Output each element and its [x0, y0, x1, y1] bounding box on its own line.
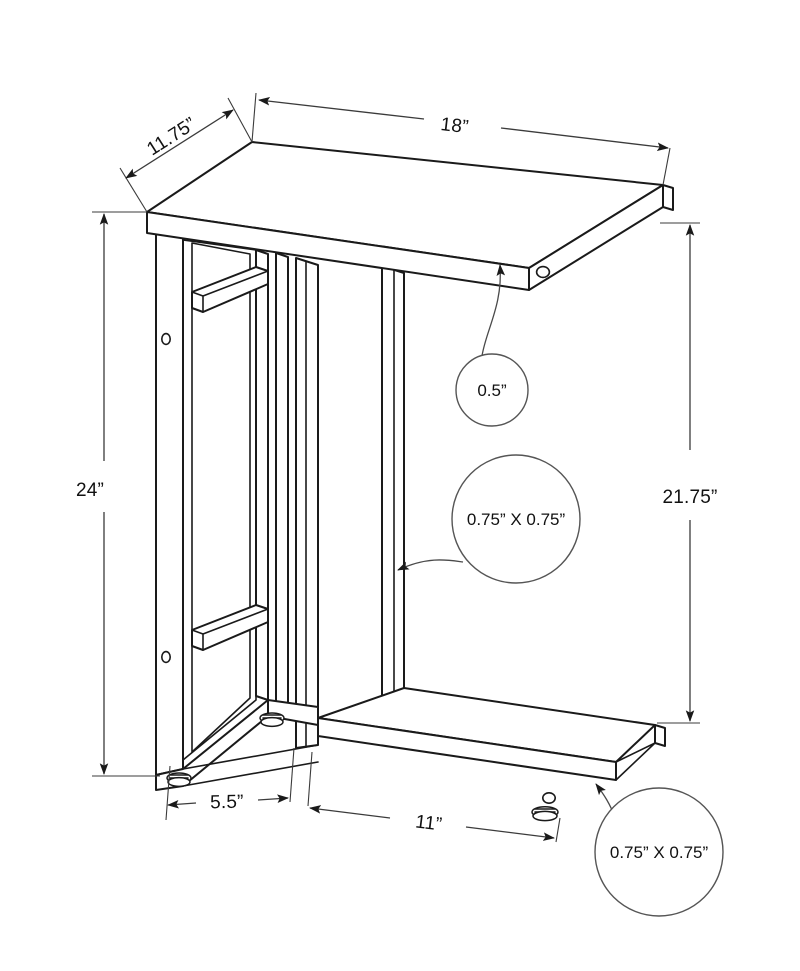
- side-frame-inner-opening-2: [191, 242, 251, 753]
- assembly-screw-hole: [541, 791, 556, 804]
- side-brace-upper-edge: [191, 270, 269, 313]
- front-post-left: [295, 257, 319, 749]
- extension-line: [251, 92, 257, 143]
- callout-top-thickness: 0.5”: [455, 264, 529, 427]
- center-post-rear: [275, 252, 289, 707]
- assembly-screw-hole: [535, 265, 551, 279]
- dimension-line: [257, 794, 289, 803]
- side-frame-inner-back-post: [255, 249, 269, 701]
- extension-line: [307, 751, 313, 807]
- floor-glides: [166, 712, 559, 822]
- dimension-clearance-21-75: 21.75”: [657, 222, 717, 724]
- callout-bubble: [455, 353, 529, 427]
- front-post-group: [275, 252, 405, 749]
- dimension-line: [309, 805, 391, 819]
- dimension-line: [167, 799, 197, 809]
- dimension-label-base-front: 11”: [414, 811, 443, 835]
- callout-label-post: 0.75” X 0.75”: [467, 510, 566, 529]
- dimension-label-base-back: 5.5”: [210, 792, 244, 814]
- extension-line: [165, 765, 171, 821]
- front-post-right: [381, 265, 405, 713]
- extension-line: [227, 97, 253, 143]
- base-inner-return-rail: [267, 699, 319, 726]
- dimension-line: [465, 826, 555, 841]
- extension-line: [555, 817, 561, 843]
- base-right-endcap: [654, 724, 666, 747]
- leader-line: [481, 264, 506, 357]
- dimension-label-clearance: 21.75”: [662, 487, 717, 508]
- dimension-line: [258, 96, 425, 120]
- extension-line: [119, 167, 148, 213]
- callout-label-thickness: 0.5”: [477, 381, 507, 400]
- dimension-line: [125, 109, 234, 179]
- dimension-width-18: 18”: [251, 92, 671, 186]
- callout-label-base: 0.75” X 0.75”: [610, 843, 709, 862]
- base-left-return-edge: [182, 744, 319, 787]
- callout-bubble: [594, 787, 724, 917]
- side-frame-inner-opening: [182, 239, 257, 761]
- dimension-height-24: 24”: [76, 211, 160, 777]
- callout-base-profile: 0.75” X 0.75”: [594, 783, 724, 917]
- dimension-line: [500, 127, 669, 151]
- table-object: [146, 141, 674, 822]
- left-outer-leg: [155, 217, 184, 776]
- dimension-base-back-5-5: 5.5”: [165, 747, 295, 821]
- extension-line: [289, 747, 295, 803]
- floor-glide: [531, 806, 559, 822]
- assembly-screw-hole: [161, 332, 172, 346]
- dimension-base-front-11: 11”: [307, 751, 561, 843]
- dimension-label-width: 18”: [439, 114, 469, 138]
- dimension-label-height: 24”: [76, 480, 104, 501]
- floor-glide: [259, 712, 285, 728]
- extension-line: [662, 147, 671, 186]
- tabletop-right-endcap: [662, 184, 674, 211]
- left-side-frame: [155, 217, 269, 791]
- assembly-screw-hole: [161, 650, 172, 664]
- callout-post-profile: 0.75” X 0.75”: [397, 454, 581, 584]
- leader-line: [595, 783, 614, 813]
- base-right-outer-edge: [615, 724, 656, 781]
- base-assembly: [182, 687, 666, 804]
- floor-glide: [166, 772, 192, 788]
- leader-line: [397, 559, 464, 571]
- tabletop: [146, 141, 674, 291]
- side-brace-lower-edge: [191, 608, 269, 651]
- callout-bubble: [451, 454, 581, 584]
